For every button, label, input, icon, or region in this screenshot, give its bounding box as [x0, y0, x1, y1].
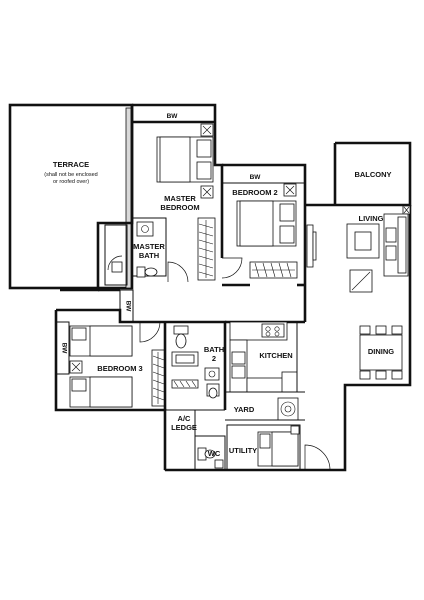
balcony-label: BALCONY — [354, 170, 391, 179]
kitchen-label: KITCHEN — [259, 351, 292, 360]
wc-label: WC — [208, 449, 221, 458]
ac-ledge-label-line1: A/C — [178, 414, 192, 423]
kitchen: KITCHEN — [225, 320, 305, 393]
bedroom2-bed — [236, 200, 297, 247]
terrace-note-line1: (shall not be enclosed — [44, 172, 98, 178]
corridor-wardrobe-label: BW — [125, 301, 132, 313]
ac-ledge-label-line2: LEDGE — [171, 423, 197, 432]
master-bedside-tables — [200, 123, 214, 199]
washing-machine — [277, 397, 299, 421]
terrace-label: TERRACE — [53, 160, 89, 169]
master-bedroom: BW MASTER BEDROOM — [156, 113, 216, 283]
terrace-note-line2: or roofed over) — [53, 179, 89, 185]
master-bedroom-label-line1: MASTER — [164, 194, 196, 203]
wc: WC — [194, 435, 226, 471]
dining-area: DINING — [359, 325, 403, 380]
bedroom3-bed-1 — [69, 325, 133, 357]
kitchen-sink — [231, 351, 246, 379]
bath2-toilet — [173, 325, 189, 349]
master-bath: MASTER BATH — [104, 217, 167, 286]
bedroom-3: BW BEDROOM 3 — [55, 321, 167, 410]
bedroom3-bed-2 — [69, 376, 133, 408]
utility-label: UTILITY — [229, 446, 257, 455]
bedroom2-wardrobe — [249, 261, 298, 279]
ac-ledge: A/C LEDGE — [164, 409, 197, 471]
bedroom3-wardrobe-label: BW — [61, 343, 68, 355]
utility-bed — [257, 431, 299, 467]
bedroom3-wardrobe — [151, 349, 166, 407]
master-wardrobe — [197, 217, 216, 281]
master-bath-label-line2: BATH — [139, 251, 159, 260]
bedroom-2: BW BEDROOM 2 — [221, 174, 307, 287]
living-area: LIVING — [306, 205, 411, 293]
master-wardrobe-label: BW — [167, 113, 179, 120]
bath-2: BATH 2 — [165, 320, 227, 411]
bath2-label-line2: 2 — [212, 354, 216, 363]
tv-console — [306, 224, 317, 268]
master-bedroom-label-line2: BEDROOM — [160, 203, 199, 212]
yard: YARD — [225, 397, 305, 421]
entrance-door — [304, 444, 331, 471]
living-coffee-table — [346, 223, 380, 259]
kitchen-hob — [261, 323, 285, 338]
internal-walls — [98, 285, 307, 393]
living-label: LIVING — [358, 214, 383, 223]
master-bath-label-line1: MASTER — [133, 242, 165, 251]
corridor-wardrobe: BW — [119, 289, 134, 323]
living-sofa — [383, 213, 409, 277]
dining-label: DINING — [368, 347, 394, 356]
bedroom3-label: BEDROOM 3 — [97, 364, 142, 373]
bedroom3-bedside-table — [69, 360, 83, 374]
utility: UTILITY — [226, 424, 301, 471]
bedroom2-bedside-table — [283, 183, 297, 197]
living-armchair — [349, 269, 373, 293]
yard-label: YARD — [234, 405, 255, 414]
bath2-label-line1: BATH — [204, 345, 224, 354]
bedroom2-wardrobe-label: BW — [250, 174, 262, 181]
master-bed — [156, 136, 214, 183]
balcony: BALCONY — [354, 170, 391, 179]
bath2-shower — [171, 379, 199, 389]
bedroom2-label: BEDROOM 2 — [232, 188, 277, 197]
terrace-area: TERRACE (shall not be enclosed or roofed… — [8, 103, 134, 290]
master-toilet — [136, 266, 158, 278]
